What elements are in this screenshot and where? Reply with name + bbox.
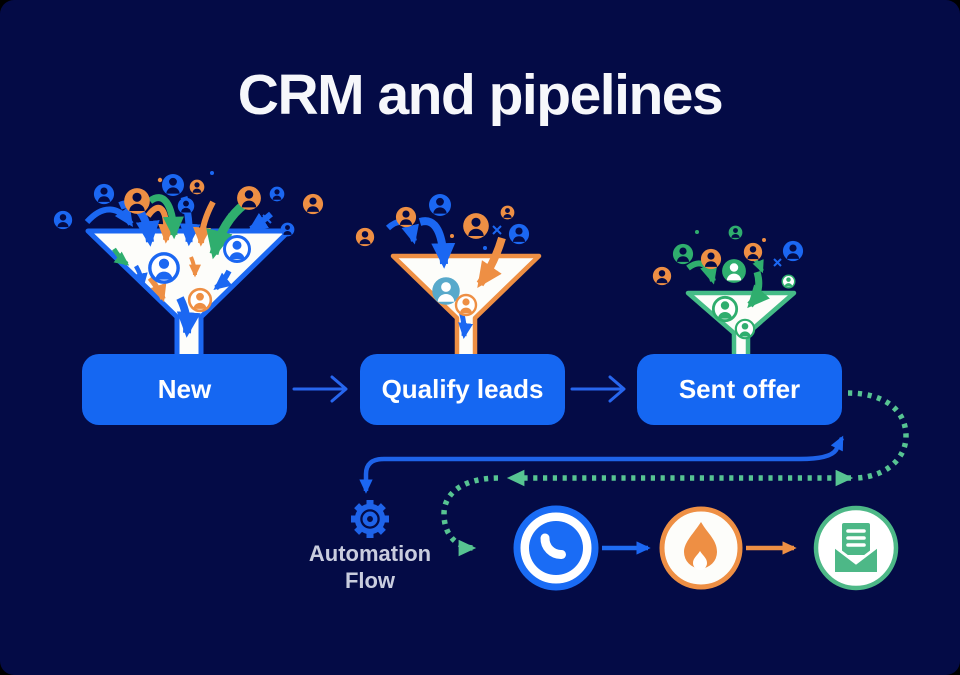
page-title: CRM and pipelines — [237, 63, 724, 127]
feedback-loop-dotted — [441, 390, 909, 557]
sparkle-icon — [773, 258, 782, 267]
person-icon — [652, 266, 672, 286]
person-icon — [782, 240, 804, 262]
automation-flow-label-line2: Flow — [344, 568, 396, 593]
person-icon — [781, 274, 796, 289]
person-icon — [187, 287, 213, 313]
person-icon — [302, 193, 324, 215]
person-icon — [223, 235, 251, 263]
funnel-icon-qualify — [355, 194, 542, 363]
person-icon — [508, 223, 530, 245]
person-icons — [652, 225, 804, 340]
stage-arrow — [570, 375, 626, 403]
sparkle-icon — [262, 214, 272, 224]
person-icon — [432, 277, 460, 305]
automation-connector-arrow — [359, 435, 845, 494]
sparkle-icon — [492, 225, 502, 235]
stage-arrow — [292, 375, 348, 403]
person-icon — [237, 186, 261, 210]
person-icon — [463, 213, 489, 239]
automation-flow-label: Automation Flow — [270, 540, 470, 594]
person-icon — [700, 248, 722, 270]
funnel-icon-sent — [652, 225, 804, 363]
person-icon — [93, 183, 115, 205]
funnel-icon-new — [53, 171, 324, 363]
stage-button-sent-offer[interactable]: Sent offer — [637, 354, 842, 425]
person-icon — [124, 188, 150, 214]
person-icon — [189, 179, 205, 195]
phone-icon — [513, 505, 599, 591]
lead-arrows — [84, 194, 273, 338]
fire-icon — [659, 506, 743, 590]
person-icon — [53, 210, 73, 230]
person-icon — [280, 222, 295, 237]
person-icon — [148, 252, 180, 284]
person-icon — [454, 293, 478, 317]
automation-flow-label-line1: Automation — [308, 541, 432, 566]
person-icon — [743, 242, 763, 262]
stage-button-new[interactable]: New — [82, 354, 287, 425]
person-icon — [711, 295, 739, 323]
person-icon — [722, 259, 746, 283]
person-icon — [177, 197, 195, 215]
person-icon — [395, 206, 417, 228]
person-icon — [162, 174, 184, 196]
person-icon — [500, 205, 515, 220]
person-icon — [734, 318, 756, 340]
gear-icon — [351, 500, 389, 538]
email-icon — [813, 505, 899, 591]
person-icon — [269, 186, 285, 202]
person-icon — [355, 227, 375, 247]
person-icon — [429, 194, 451, 216]
person-icon — [672, 243, 694, 265]
person-icon — [728, 225, 743, 240]
stage-button-qualify-leads[interactable]: Qualify leads — [360, 354, 565, 425]
